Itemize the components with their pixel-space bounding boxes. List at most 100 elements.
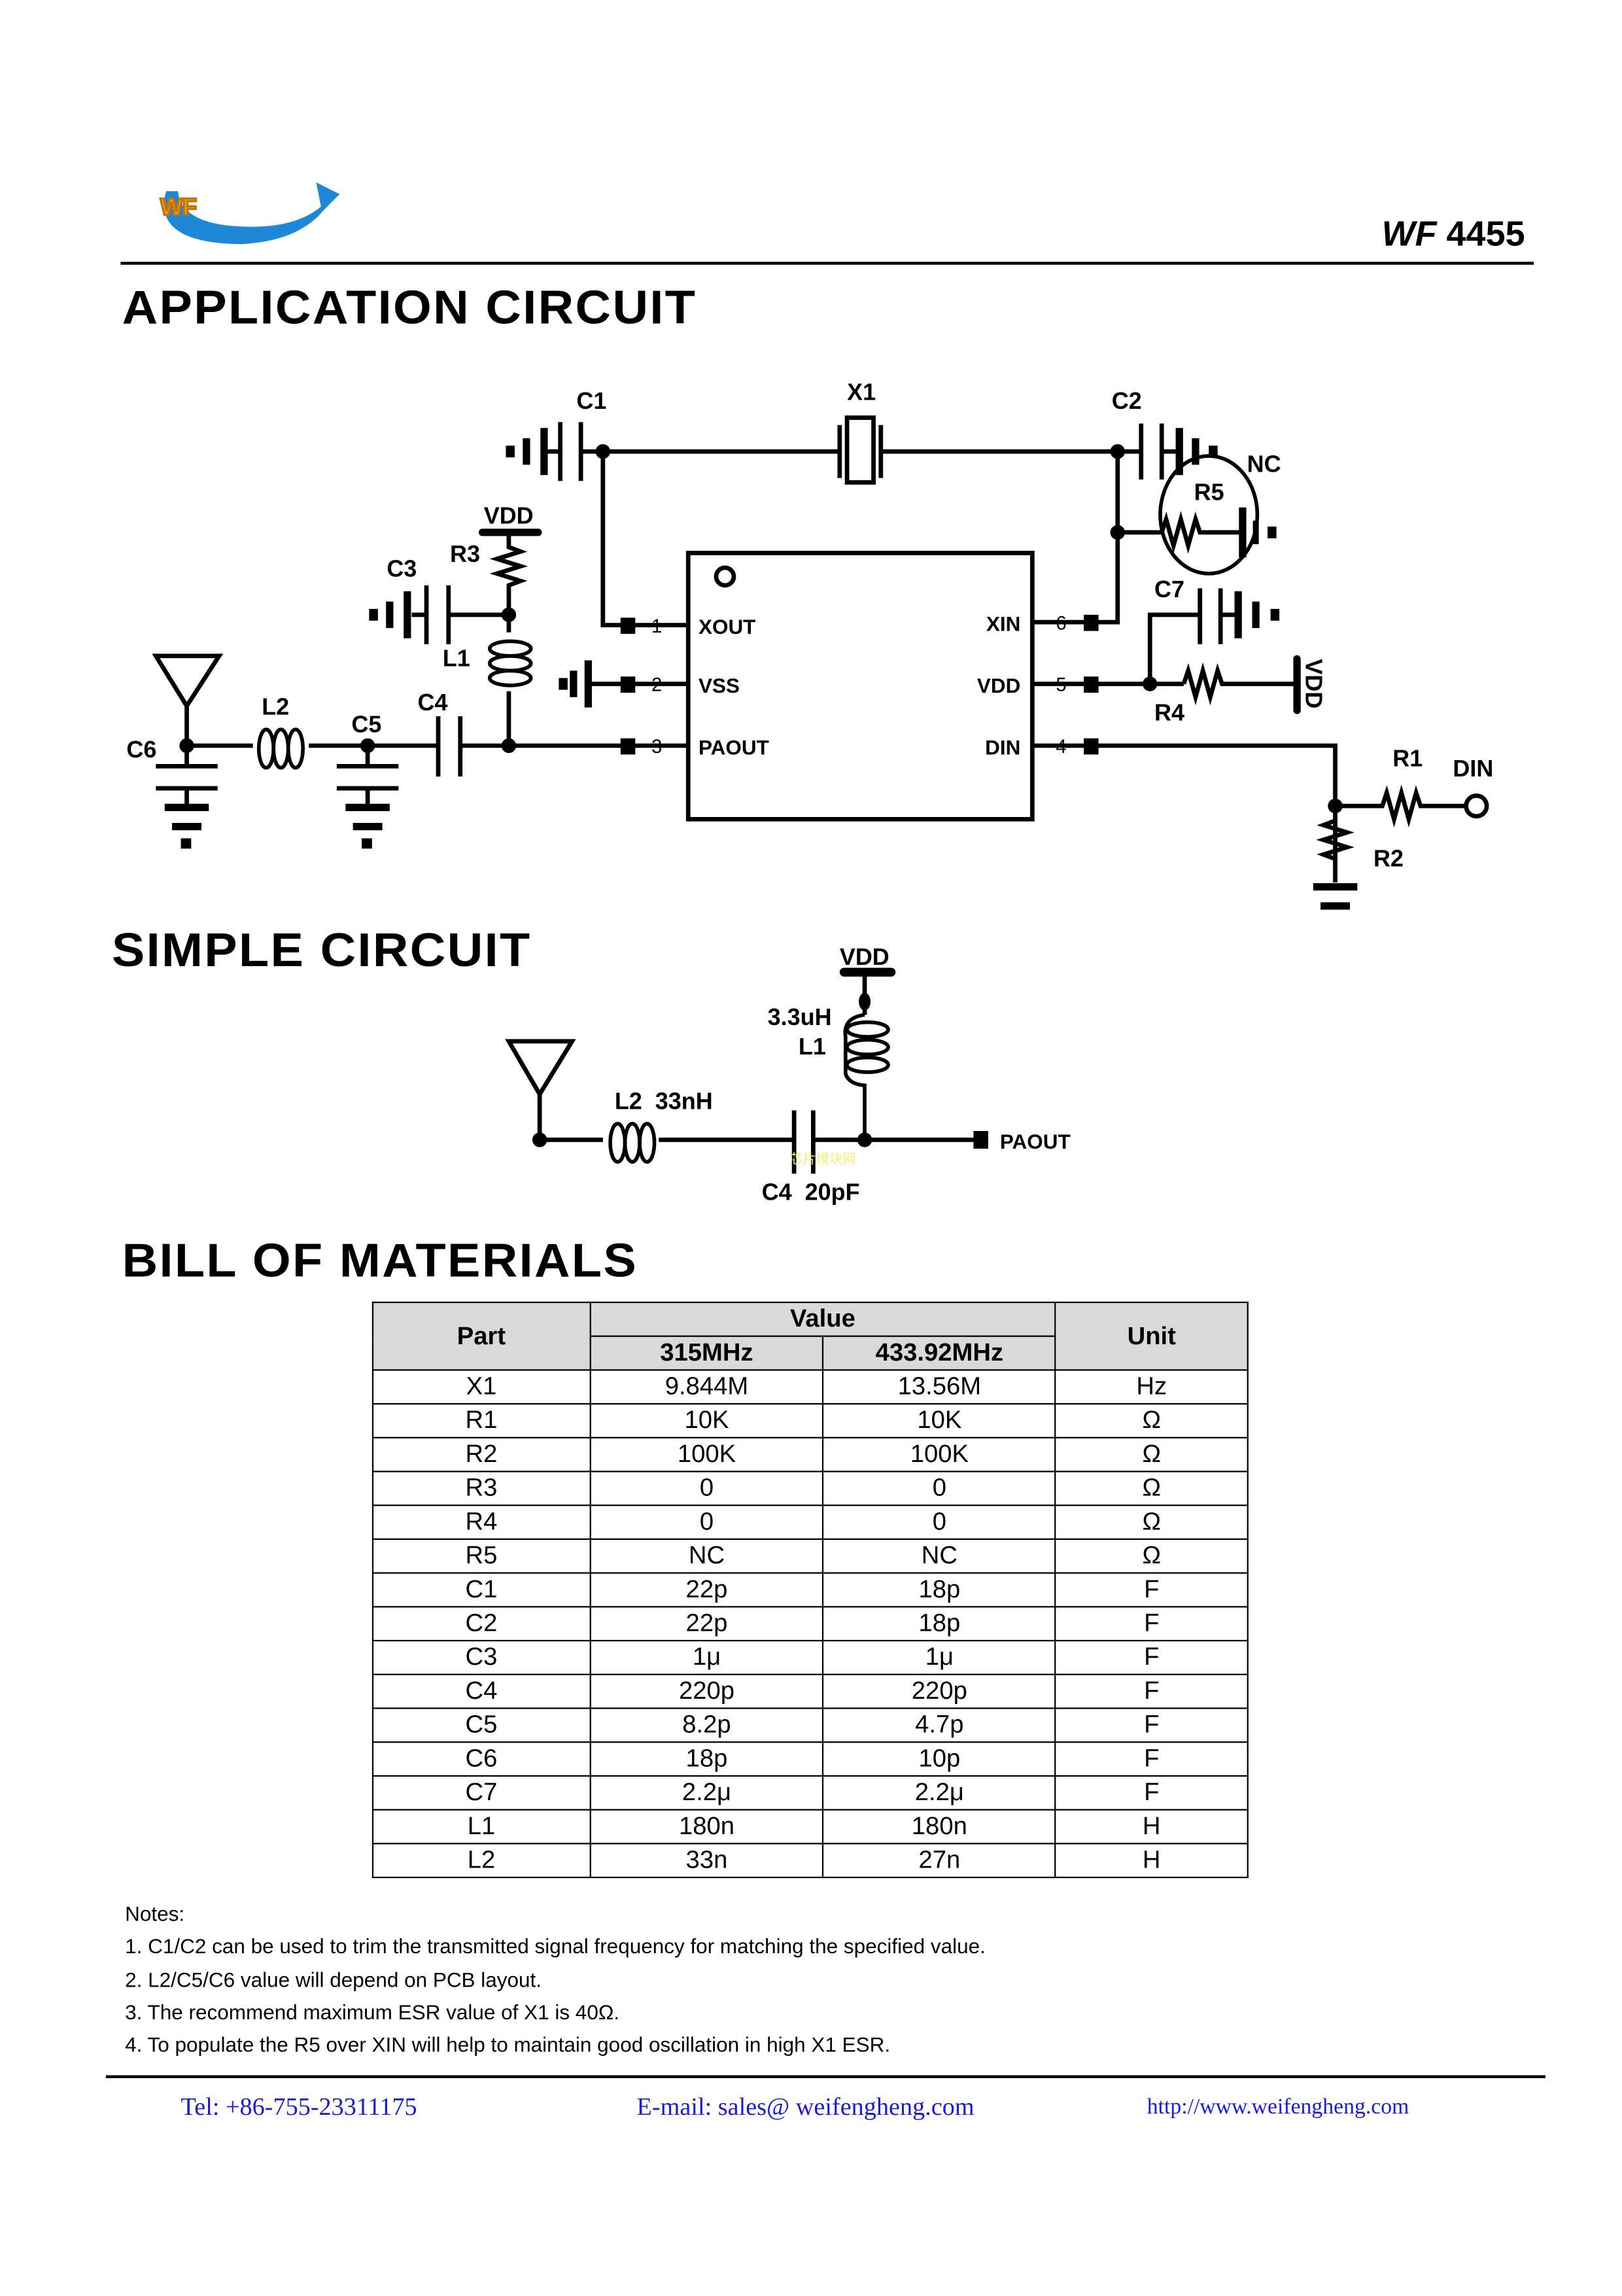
- capacitor-c7: [1147, 588, 1280, 684]
- footer-divider: [105, 2075, 1546, 2078]
- cell-value-433mhz: 27n: [822, 1843, 1056, 1879]
- note-item: 2. L2/C5/C6 value will depend on PCB lay…: [125, 1967, 542, 1991]
- inductor-l1-simple: [843, 1013, 890, 1140]
- pin-din-label: DIN: [985, 736, 1020, 759]
- cell-value-433mhz: 10p: [822, 1741, 1056, 1777]
- section-title-simple: SIMPLE CIRCUIT: [111, 923, 532, 977]
- pin-1-number: 1: [651, 616, 662, 637]
- header-433mhz: 433.92MHz: [822, 1335, 1056, 1371]
- doc-number: 4455: [1446, 215, 1525, 254]
- notes: Notes: 1. C1/C2 can be used to trim the …: [125, 1897, 986, 2061]
- label-vdd-simple: VDD: [840, 943, 889, 970]
- resistor-r3: [478, 529, 542, 633]
- label-c7: C7: [1154, 576, 1184, 602]
- label-c2: C2: [1112, 387, 1142, 414]
- cell-part: R4: [371, 1505, 591, 1540]
- cell-value-433mhz: 1μ: [822, 1639, 1056, 1675]
- pin-paout-label: PAOUT: [699, 736, 769, 759]
- capacitor-c6: [156, 745, 218, 849]
- note-item: 3. The recommend maximum ESR value of X1…: [125, 2000, 620, 2024]
- header-part: Part: [371, 1301, 591, 1371]
- cell-value-315mhz: 33n: [589, 1843, 825, 1879]
- cell-value-433mhz: 18p: [822, 1606, 1056, 1642]
- cell-value-315mhz: 1μ: [589, 1639, 825, 1675]
- cell-value-315mhz: 220p: [589, 1673, 825, 1709]
- cell-unit: F: [1054, 1572, 1249, 1608]
- cell-part: C5: [371, 1707, 591, 1743]
- header-divider: [120, 262, 1534, 264]
- antenna-icon-simple: [505, 1039, 988, 1149]
- capacitor-c3: [369, 585, 509, 644]
- cell-part: C6: [371, 1741, 591, 1777]
- doc-prefix: WF: [1381, 215, 1437, 254]
- label-c4-value: C4 20pF: [762, 1179, 860, 1206]
- cell-value-315mhz: 0: [589, 1470, 825, 1506]
- label-l2-value: L2 33nH: [615, 1087, 713, 1114]
- cell-unit: Ω: [1054, 1436, 1249, 1472]
- cell-part: R3: [371, 1470, 591, 1506]
- notes-title: Notes:: [125, 1902, 185, 1926]
- label-din-input: DIN: [1453, 755, 1493, 782]
- resistor-r4: [1181, 655, 1301, 714]
- cell-unit: F: [1054, 1606, 1249, 1642]
- application-circuit-schematic: 1 2 3 XOUT VSS PAOUT 6 5 4 XIN VDD DIN: [126, 379, 1493, 910]
- cell-part: C7: [371, 1775, 591, 1811]
- label-r3: R3: [450, 540, 480, 567]
- label-c4: C4: [418, 689, 448, 716]
- header-value: Value: [589, 1301, 1056, 1337]
- cell-value-315mhz: 8.2p: [589, 1707, 825, 1743]
- cell-value-433mhz: NC: [822, 1538, 1056, 1574]
- cell-value-433mhz: 2.2μ: [822, 1775, 1056, 1811]
- cell-value-315mhz: 180n: [589, 1809, 825, 1845]
- resistor-r1: [1335, 784, 1489, 827]
- cell-unit: Ω: [1054, 1470, 1249, 1506]
- label-c6: C6: [126, 736, 156, 763]
- cell-value-315mhz: 22p: [589, 1572, 825, 1608]
- cell-value-433mhz: 180n: [822, 1809, 1056, 1845]
- pin-3-number: 3: [651, 737, 662, 757]
- inductor-l2: [256, 727, 305, 770]
- vdd-rail: [839, 967, 896, 1015]
- label-r4: R4: [1154, 699, 1184, 726]
- cell-unit: F: [1054, 1673, 1249, 1709]
- inductor-l2-simple: [608, 1121, 657, 1164]
- cell-value-433mhz: 4.7p: [822, 1707, 1056, 1743]
- cell-value-315mhz: 0: [589, 1505, 825, 1540]
- watermark: 芯片模块网: [789, 1151, 855, 1166]
- cell-unit: H: [1054, 1809, 1249, 1845]
- label-l2: L2: [262, 693, 289, 720]
- inductor-l1: [487, 639, 533, 746]
- cell-value-433mhz: 100K: [822, 1436, 1056, 1472]
- pin-xin-label: XIN: [986, 613, 1020, 636]
- cell-value-315mhz: 10K: [589, 1402, 825, 1438]
- capacitor-c4-simple: [791, 1110, 816, 1174]
- section-title-bom: BILL OF MATERIALS: [122, 1234, 638, 1287]
- pin-2-number: 2: [651, 675, 662, 696]
- pin-4-number: 4: [1056, 737, 1066, 757]
- cell-unit: F: [1054, 1741, 1249, 1777]
- logo-swoosh: [164, 191, 336, 245]
- label-r2: R2: [1373, 844, 1404, 871]
- label-x1: X1: [847, 379, 876, 406]
- footer-website[interactable]: http://www.weifengheng.com: [1147, 2095, 1409, 2119]
- cell-value-433mhz: 10K: [822, 1402, 1056, 1438]
- label-c5: C5: [351, 711, 381, 738]
- cell-unit: Ω: [1054, 1402, 1249, 1438]
- cell-unit: Hz: [1054, 1369, 1249, 1405]
- logo-arrowhead: [316, 182, 340, 212]
- label-c3: C3: [387, 555, 417, 582]
- label-l1-simple: L1: [799, 1033, 826, 1060]
- capacitor-c5: [336, 745, 399, 849]
- cell-value-315mhz: 100K: [589, 1436, 825, 1472]
- footer-email[interactable]: E-mail: sales@ weifengheng.com: [636, 2093, 975, 2121]
- cell-part: R2: [371, 1436, 591, 1472]
